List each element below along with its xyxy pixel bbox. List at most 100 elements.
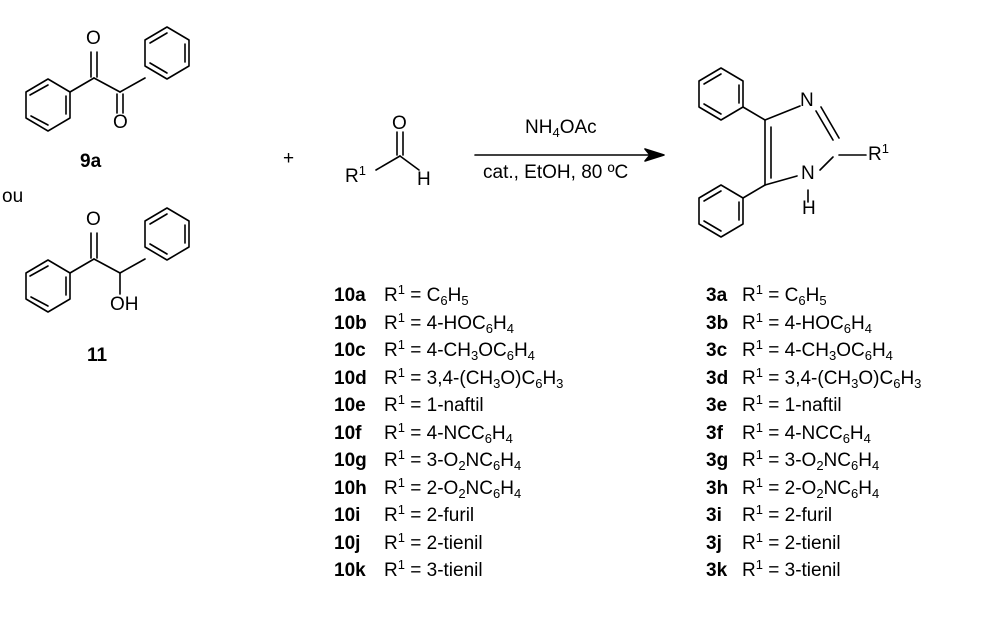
substituent-value: = 4-NCC6H4 [762, 422, 871, 446]
compound-code: 3a [706, 285, 728, 306]
benzoin-bond-ring-carbonyl [69, 258, 95, 274]
benzil-compound-code: 9a [80, 151, 102, 172]
substituent-row: 10d R1 = 3,4-(CH3O)C6H3 [334, 365, 563, 393]
bottom-phenyl-double-bond-3 [703, 220, 722, 232]
r1-symbol: R1 [742, 557, 763, 581]
r1-symbol: R1 [742, 502, 763, 526]
r1-symbol: R1 [384, 282, 405, 306]
imidazole-c2-n1-bond [819, 156, 834, 171]
plus-sign: + [283, 148, 295, 169]
benzil-structure [25, 26, 190, 132]
benzoin-right-phenyl-ring [144, 207, 190, 261]
substituent-value: = 3,4-(CH3O)C6H3 [404, 367, 564, 391]
benzil-left-phenyl-ring [25, 78, 71, 132]
compound-code: 3j [706, 532, 722, 554]
benzil-left-double-bond-3 [30, 115, 49, 126]
compound-code: 3c [706, 340, 728, 361]
substituent-row: 3a R1 = C6H5 [706, 282, 921, 310]
r1-symbol: R1 [742, 474, 763, 499]
benzil-right-phenyl-ring [144, 26, 190, 80]
benzoin-hydroxyl: OH [110, 294, 139, 315]
benzil-bond-carbonyl2-ring [119, 77, 146, 93]
benzoin-right-double-bond-3 [149, 243, 168, 255]
substituent-value: = 1-naftil [762, 395, 842, 416]
compound-code: 10d [334, 367, 367, 389]
substituent-value: = 4-HOC6H4 [762, 312, 872, 336]
r1-symbol: R1 [384, 309, 405, 334]
benzil-oxygen-bottom: O [113, 112, 128, 133]
compound-code: 10f [334, 422, 362, 444]
r1-symbol: R1 [384, 502, 405, 526]
imidazole-n3-c2-bond-b [820, 106, 840, 139]
top-phenyl-link-bond [742, 106, 766, 121]
r1-symbol: R1 [384, 474, 405, 499]
benzoin-left-phenyl-ring [25, 259, 71, 313]
benzoin-left-double-bond-1 [29, 265, 49, 277]
substituent-value: = 2-O2NC6H4 [404, 477, 522, 501]
imidazole-c4-n3-bond [764, 105, 801, 121]
substituent-value: = 3-tienil [404, 560, 483, 581]
bottom-phenyl-ring [698, 184, 744, 238]
r1-symbol: R1 [742, 392, 763, 416]
compound-code: 3h [706, 477, 729, 499]
benzil-bond-ring-carbonyl1 [69, 77, 95, 93]
substituent-value: = C6H5 [762, 285, 827, 308]
r1-symbol: R1 [384, 364, 405, 389]
compound-code: 10e [334, 395, 366, 416]
r1-symbol: R1 [742, 282, 763, 306]
imidazole-n1-c5-bond [764, 175, 798, 186]
conditions-reagent: NH4OAc [525, 117, 597, 140]
benzil-bond-c1-c2 [93, 77, 121, 93]
aldehyde-hydrogen: H [417, 169, 431, 190]
bottom-phenyl-double-bond-1 [703, 190, 722, 202]
benzoin-left-double-bond-3 [30, 296, 49, 307]
benzoin-bond-c2-ring [119, 258, 146, 274]
aldehyde-r1-group: R1 [345, 163, 366, 187]
r1-symbol: R1 [742, 419, 763, 444]
aldehyde-c-h-bond [399, 155, 420, 171]
benzil-right-double-bond-1 [149, 32, 168, 44]
imidazole-n3-c2-bond-a [815, 110, 834, 141]
r1-symbol: R1 [384, 557, 405, 581]
r1-symbol: R1 [742, 529, 763, 554]
benzoin-compound-code: 11 [87, 345, 108, 366]
compound-code: 10i [334, 505, 361, 526]
substituent-value: = 3,4-(CH3O)C6H3 [762, 367, 922, 391]
substituent-value: = 4-CH3OC6H4 [404, 340, 535, 363]
top-phenyl-double-bond-1 [703, 73, 722, 85]
imidazole-nh-hydrogen: H [802, 198, 816, 219]
benzil-oxygen-top: O [86, 28, 101, 49]
compound-code: 10j [334, 532, 361, 554]
benzoin-right-double-bond-1 [149, 213, 168, 225]
substituent-value: = 3-O2NC6H4 [404, 450, 522, 473]
compound-code: 3b [706, 312, 729, 334]
benzoin-structure [25, 207, 190, 313]
benzoin-bond-c1-c2 [93, 258, 121, 274]
substituent-value: = 2-furil [762, 505, 833, 526]
substituent-value: = 1-naftil [404, 395, 484, 416]
conditions-catalyst-solvent-temp: cat., EtOH, 80 ºC [483, 162, 629, 183]
compound-code: 3d [706, 367, 729, 389]
substituent-value: = 2-tienil [404, 532, 483, 554]
substituent-value: = 4-HOC6H4 [404, 312, 514, 336]
bottom-phenyl-link-bond [742, 184, 766, 199]
aldehyde-structure [375, 131, 420, 171]
benzil-left-double-bond-1 [29, 84, 49, 96]
